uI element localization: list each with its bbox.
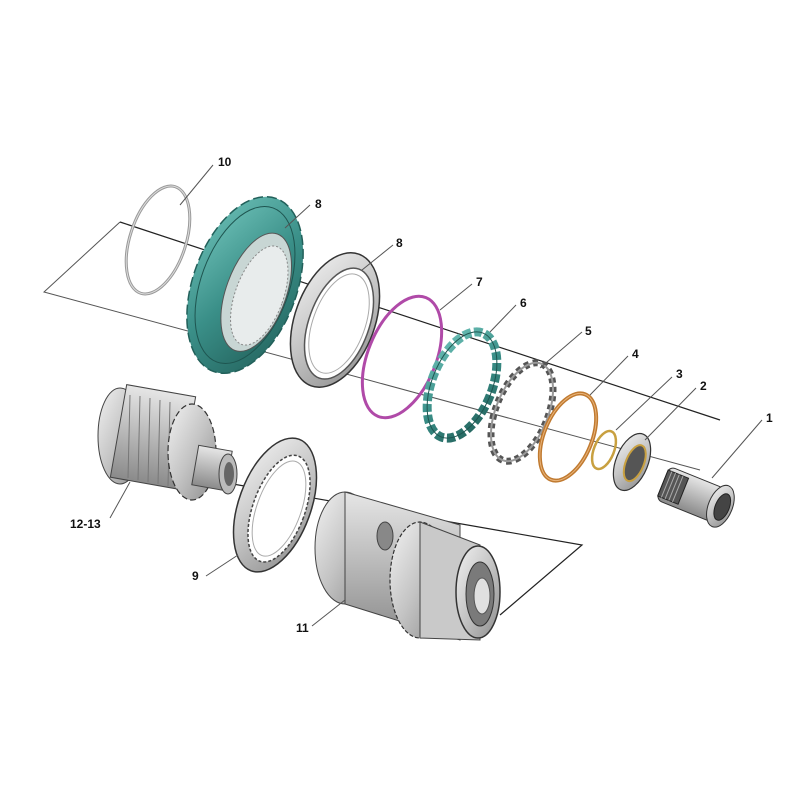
part-8-upper-bearing: [289, 252, 381, 388]
callout-5: 5: [585, 324, 592, 338]
part-9-ring-gear: [186, 195, 304, 375]
callout-2: 2: [700, 379, 707, 393]
callout-9: 8: [315, 197, 322, 211]
callout-leaders: [109, 164, 763, 627]
callout-12-13: 12-13: [70, 517, 101, 531]
callout-10: 10: [218, 155, 232, 169]
part-12-13-clutch-assembly: [97, 384, 238, 501]
callout-8-upper: 8: [396, 236, 403, 250]
part-1-shaft-coupling: [657, 467, 735, 528]
callout-1: 1: [766, 411, 773, 425]
callout-4: 4: [632, 347, 639, 361]
callout-6: 6: [520, 296, 527, 310]
part-3-small-ring: [590, 429, 618, 471]
part-2-bushing: [612, 432, 652, 492]
callout-labels: 10 8 8 7 6 5 4 3 2 1 12-13 9 11: [70, 155, 773, 635]
part-5-toothed-ring: [487, 359, 557, 465]
part-4-orange-ring: [537, 391, 599, 483]
callout-11: 11: [296, 621, 309, 635]
callout-8-lower: 9: [192, 569, 199, 583]
callout-3: 3: [676, 367, 683, 381]
part-8-lower-bearing: [232, 437, 318, 573]
part-10-snap-ring: [124, 184, 192, 296]
part-7-o-ring: [360, 294, 444, 420]
part-11-carrier-housing: [314, 491, 501, 641]
part-6-teal-ring: [422, 327, 502, 443]
callout-7: 7: [476, 275, 483, 289]
